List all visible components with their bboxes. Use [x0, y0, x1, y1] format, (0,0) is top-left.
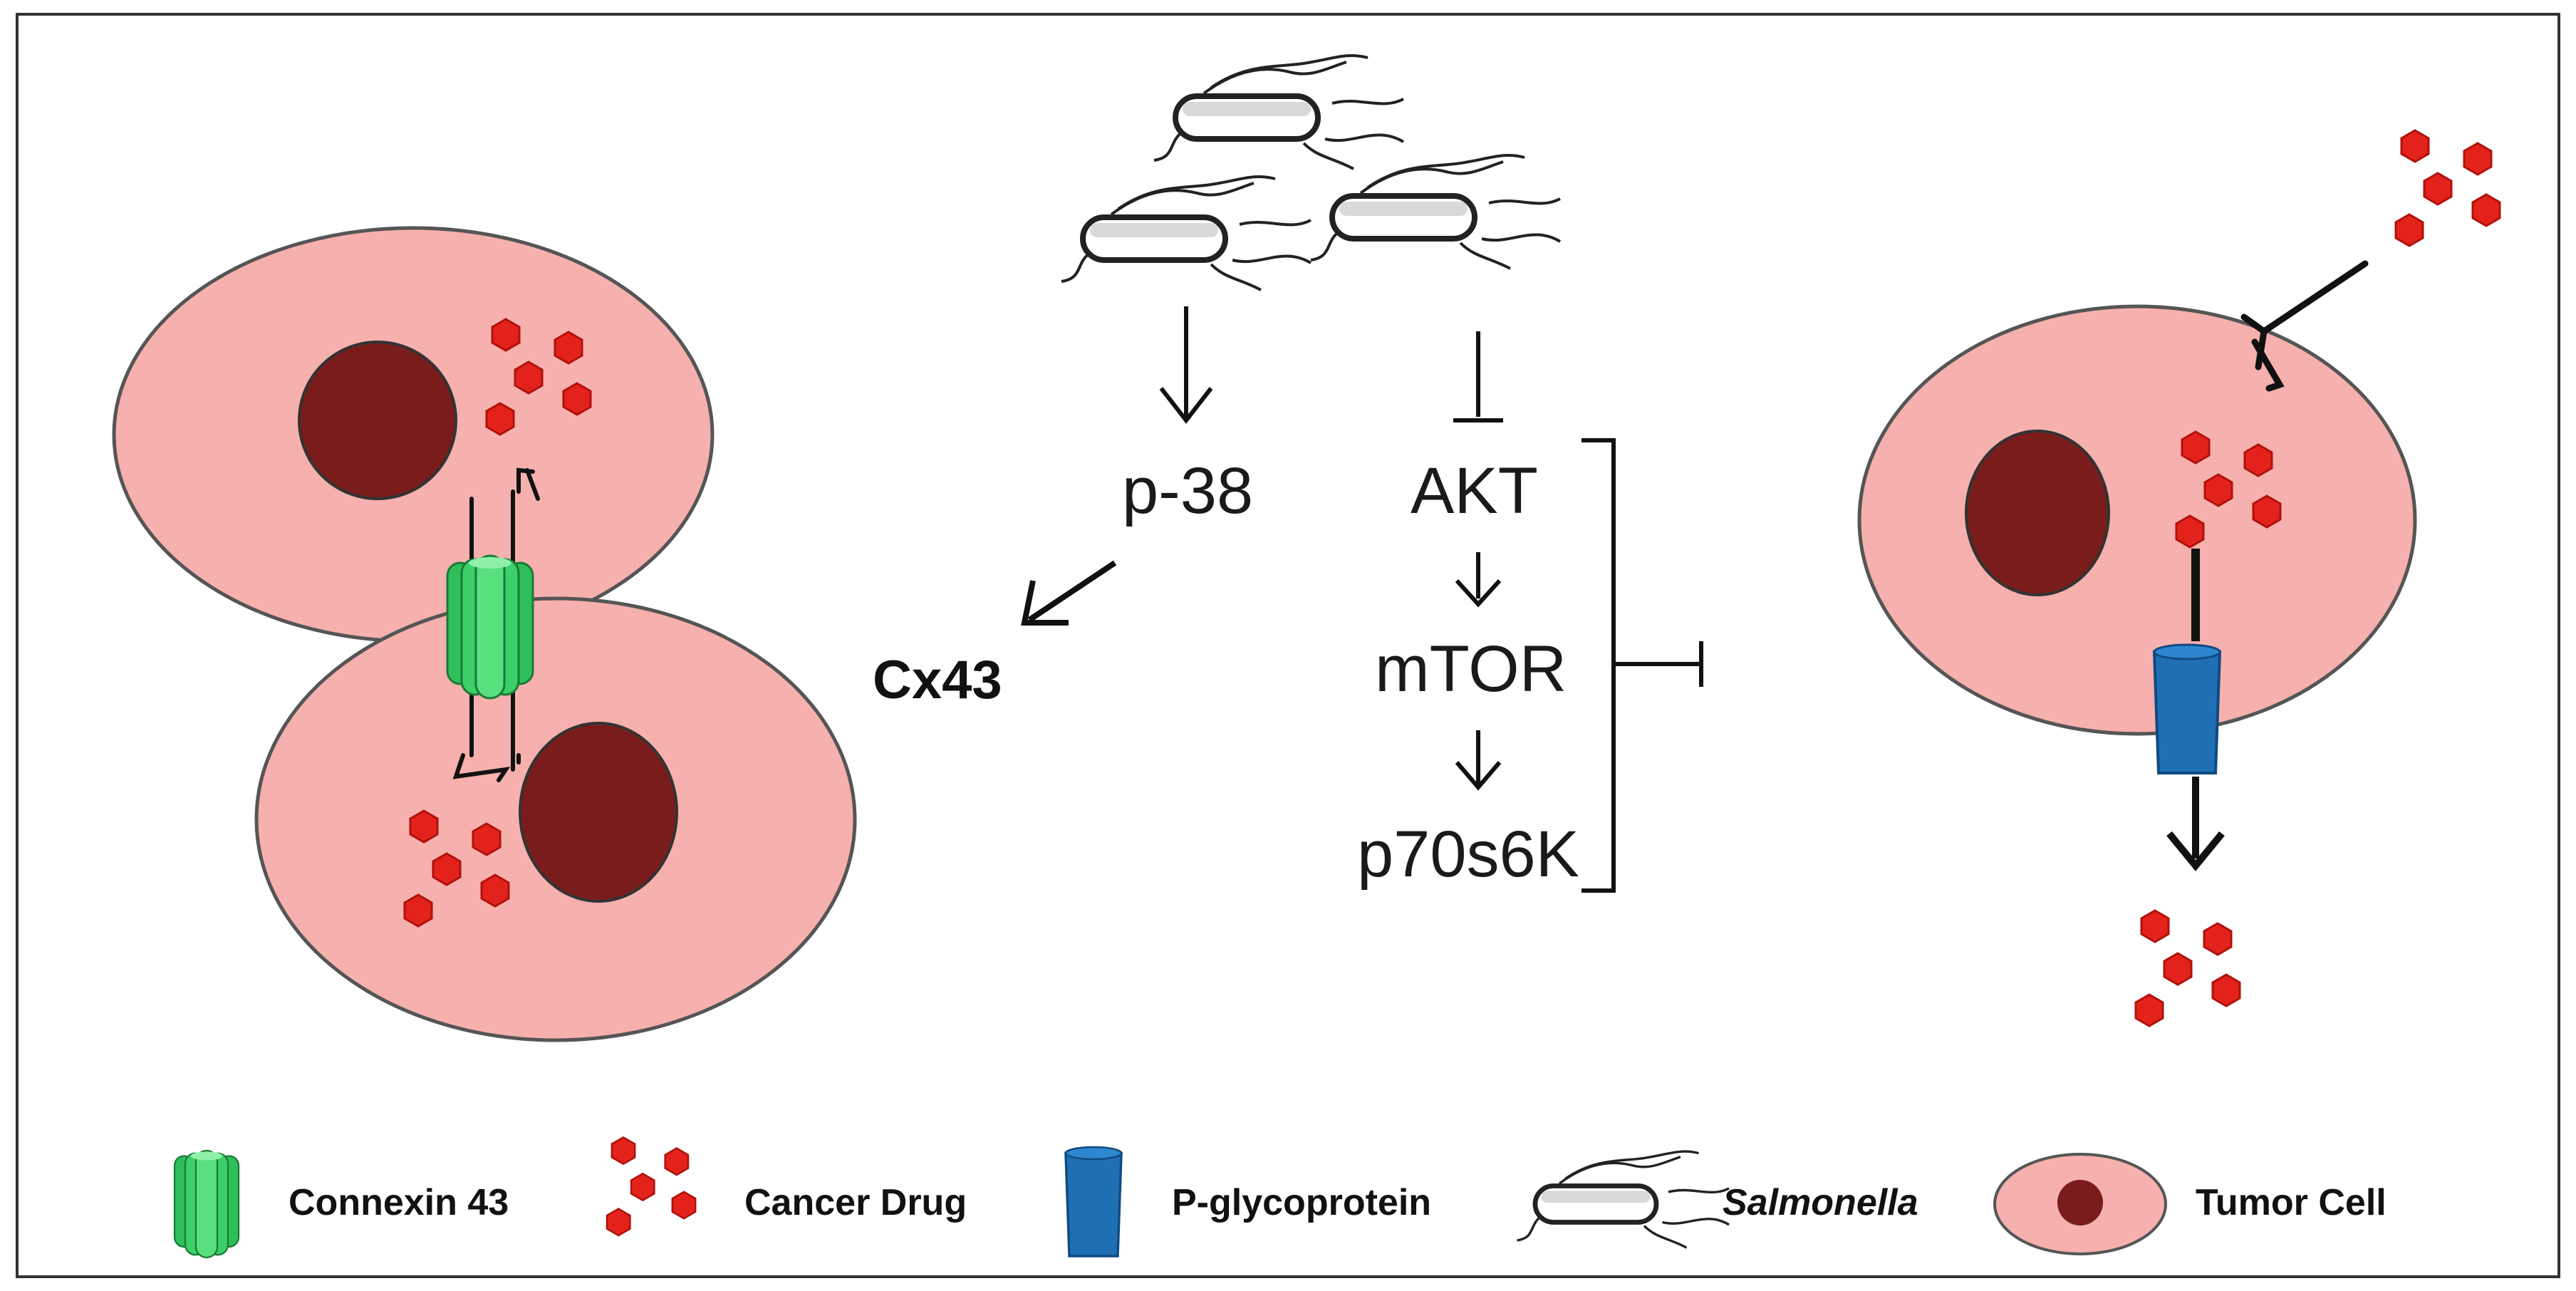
legend-connexin-label: Connexin 43	[289, 1182, 509, 1223]
right-tumor-cell	[1857, 304, 2417, 736]
salmonella-icon	[1154, 56, 1403, 169]
legend-salmonella-label: Salmonella	[1723, 1182, 1918, 1223]
salmonella-icon	[1061, 177, 1311, 290]
salmonella-group	[1061, 56, 1560, 290]
p38-label: p-38	[1122, 455, 1253, 527]
legend-tumor-label: Tumor Cell	[2196, 1182, 2387, 1223]
tumor-cell-icon	[1993, 1153, 2167, 1255]
connexin-channel-icon	[173, 1149, 240, 1259]
p38-pathway: p-38 Cx43	[873, 306, 1253, 710]
extracellular-cancer-drug-cluster	[2396, 130, 2500, 246]
figure-border	[16, 13, 2560, 1278]
legend-pgp-label: P-glycoprotein	[1172, 1182, 1431, 1223]
right-tumor-cell-group	[1857, 130, 2500, 1026]
pathway-bracket	[1582, 438, 1616, 893]
mtor-label: mTOR	[1375, 633, 1567, 705]
p-glycoprotein-icon	[2153, 643, 2221, 774]
p-glycoprotein-icon	[1064, 1146, 1123, 1258]
upper-nucleus	[298, 341, 457, 500]
lower-nucleus	[519, 722, 678, 903]
akt-label: AKT	[1411, 455, 1538, 527]
cancer-drug-icon	[607, 1137, 695, 1235]
legend-drug-label: Cancer Drug	[744, 1182, 967, 1223]
akt-pathway: AKT mTOR p70s6K	[1357, 331, 1703, 893]
left-tumor-cells	[112, 226, 857, 1042]
right-nucleus	[1965, 430, 2110, 596]
drug-entry-arrow	[2240, 260, 2369, 392]
p70s6k-label: p70s6K	[1357, 818, 1579, 891]
legend: Connexin 43 Cancer Drug P-glycoprotein S…	[173, 1137, 2387, 1259]
connexin-channel-icon	[446, 554, 534, 700]
salmonella-icon	[1517, 1151, 1730, 1248]
cx43-label: Cx43	[873, 650, 1002, 710]
salmonella-icon	[1311, 155, 1560, 269]
effluxed-cancer-drug-cluster	[2136, 911, 2240, 1026]
